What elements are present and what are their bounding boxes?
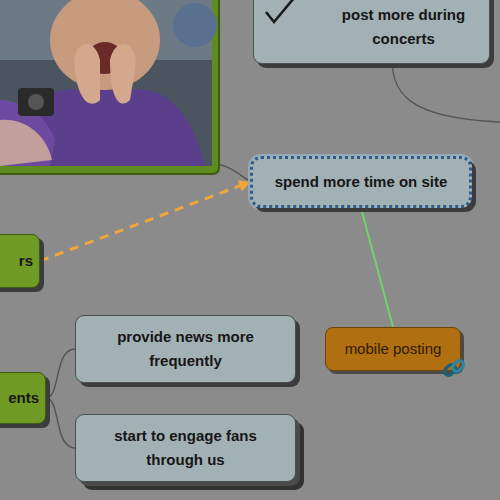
branch-node: rs — [0, 234, 40, 288]
topic-box: post more during concerts — [253, 0, 490, 64]
check-mark — [266, 0, 294, 22]
connector — [46, 349, 75, 398]
node-text: ents — [8, 386, 39, 410]
selected-topic-box: spend more time on site — [250, 156, 472, 208]
node-text: start to engage fans through us — [94, 424, 277, 472]
branch-node: ents — [0, 372, 46, 424]
photo — [0, 0, 219, 174]
connector — [361, 208, 393, 327]
node-text: rs — [19, 249, 33, 273]
tag-box: mobile posting — [325, 327, 461, 371]
node-text: spend more time on site — [275, 170, 448, 194]
connector — [40, 182, 250, 261]
arrow-head — [238, 180, 250, 191]
topic-box: start to engage fans through us — [75, 414, 296, 482]
link-icon — [443, 359, 465, 377]
node-text: post more during concerts — [332, 3, 475, 51]
node-text: mobile posting — [345, 337, 442, 361]
branch-line — [216, 164, 250, 181]
connector — [46, 398, 75, 448]
node-text: provide news more frequently — [98, 325, 273, 373]
topic-box: provide news more frequently — [75, 315, 296, 383]
